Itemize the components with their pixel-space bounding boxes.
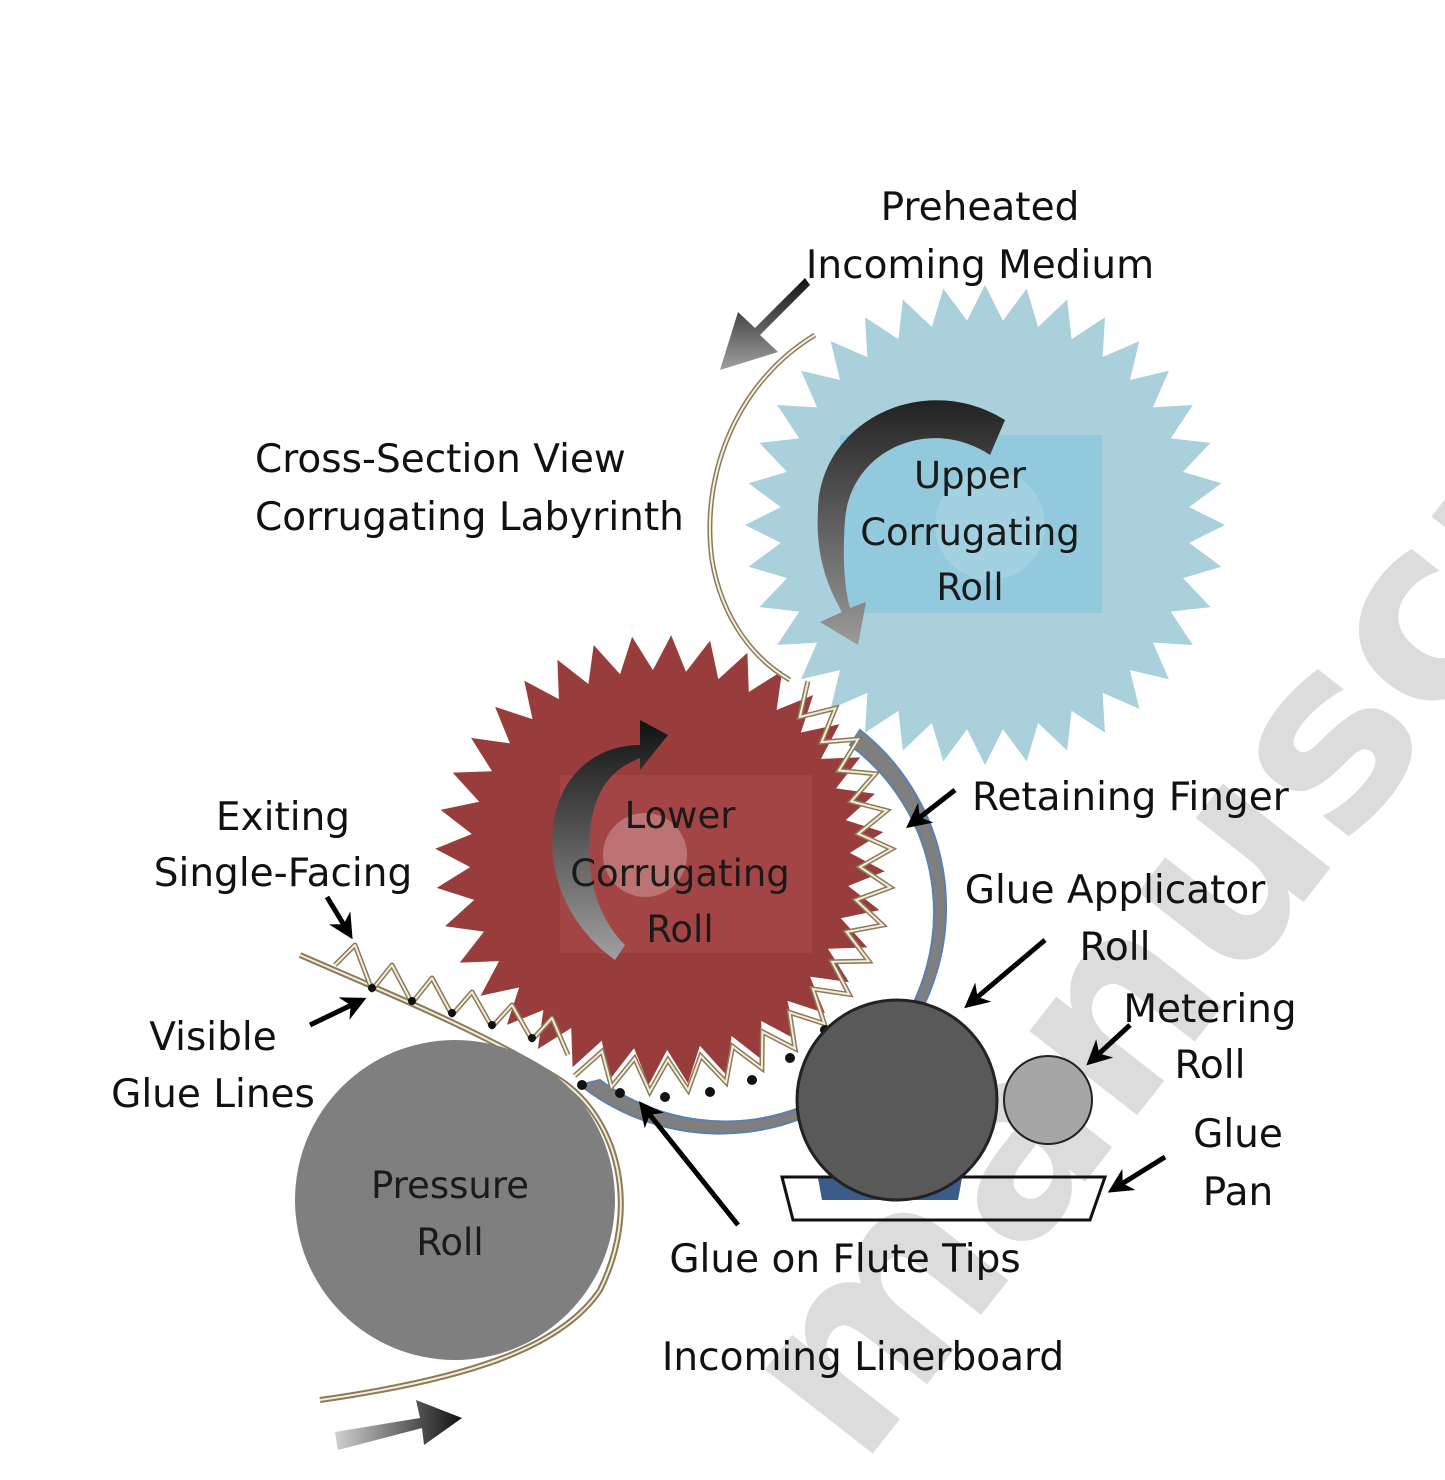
upper-roll-label-2: Corrugating xyxy=(860,511,1080,554)
lower-corrugating-roll: Lower Corrugating Roll xyxy=(435,635,885,1085)
lower-rotation-arrow xyxy=(552,720,668,960)
glue-pan-outline xyxy=(780,1175,1108,1222)
flute-tip-glue-dots xyxy=(577,1025,830,1102)
incoming-linerboard-label: Incoming Linerboard xyxy=(662,1335,1064,1380)
single-facing-label: Single-Facing xyxy=(154,851,412,896)
exiting-label: Exiting xyxy=(216,795,350,840)
pointer-arrows xyxy=(308,788,1167,1227)
glue-flute-tips-label: Glue on Flute Tips xyxy=(669,1237,1020,1282)
pressure-label-2: Roll xyxy=(416,1221,483,1264)
glue-applicator-roll-label: Roll xyxy=(1080,925,1151,970)
pressure-label-1: Pressure xyxy=(371,1164,529,1207)
glue-flute-tips-arrow xyxy=(638,1101,740,1227)
upper-roll-label-1: Upper xyxy=(914,454,1027,497)
glue-line-dots xyxy=(368,984,536,1042)
upper-roll-label-3: Roll xyxy=(936,566,1003,609)
upper-corrugating-roll: Upper Corrugating Roll xyxy=(745,285,1225,765)
visible-glue-arrow xyxy=(308,997,367,1028)
glue-label: Glue xyxy=(1193,1112,1283,1157)
retaining-finger-label: Retaining Finger xyxy=(972,775,1290,820)
upper-roll-core xyxy=(840,435,1102,613)
retaining-finger-arrow xyxy=(906,788,957,829)
glue-applicator-roll xyxy=(795,998,999,1202)
lower-roll-label-1: Lower xyxy=(625,794,737,837)
incoming-medium-arrow xyxy=(720,278,810,370)
metering-label: Metering xyxy=(1123,987,1296,1032)
incoming-medium-label: Incoming Medium xyxy=(806,243,1154,288)
glue-lines-label: Glue Lines xyxy=(111,1072,315,1117)
upper-rotation-arrow xyxy=(817,400,1005,645)
pressure-roll: Pressure Roll xyxy=(295,1040,615,1360)
preheated-label: Preheated xyxy=(881,185,1080,230)
glue-applicator-arrow xyxy=(964,938,1047,1009)
cross-section-label: Cross-Section View xyxy=(255,437,626,482)
visible-label: Visible xyxy=(149,1015,276,1060)
metering-roll xyxy=(1003,1055,1093,1145)
glue-pan-arrow xyxy=(1107,1154,1167,1193)
labyrinth-label: Corrugating Labyrinth xyxy=(255,495,684,540)
exiting-arrow xyxy=(324,895,353,940)
pressure-roll-circle xyxy=(295,1040,615,1360)
incoming-linerboard-arrow xyxy=(335,1400,462,1450)
metering-roll-label: Roll xyxy=(1175,1043,1246,1088)
metering-arrow xyxy=(1086,1023,1132,1066)
lower-roll-label-3: Roll xyxy=(646,908,713,951)
glue-applicator-label: Glue Applicator xyxy=(965,868,1267,913)
lower-roll-label-2: Corrugating xyxy=(570,852,790,895)
pan-label: Pan xyxy=(1203,1170,1273,1215)
